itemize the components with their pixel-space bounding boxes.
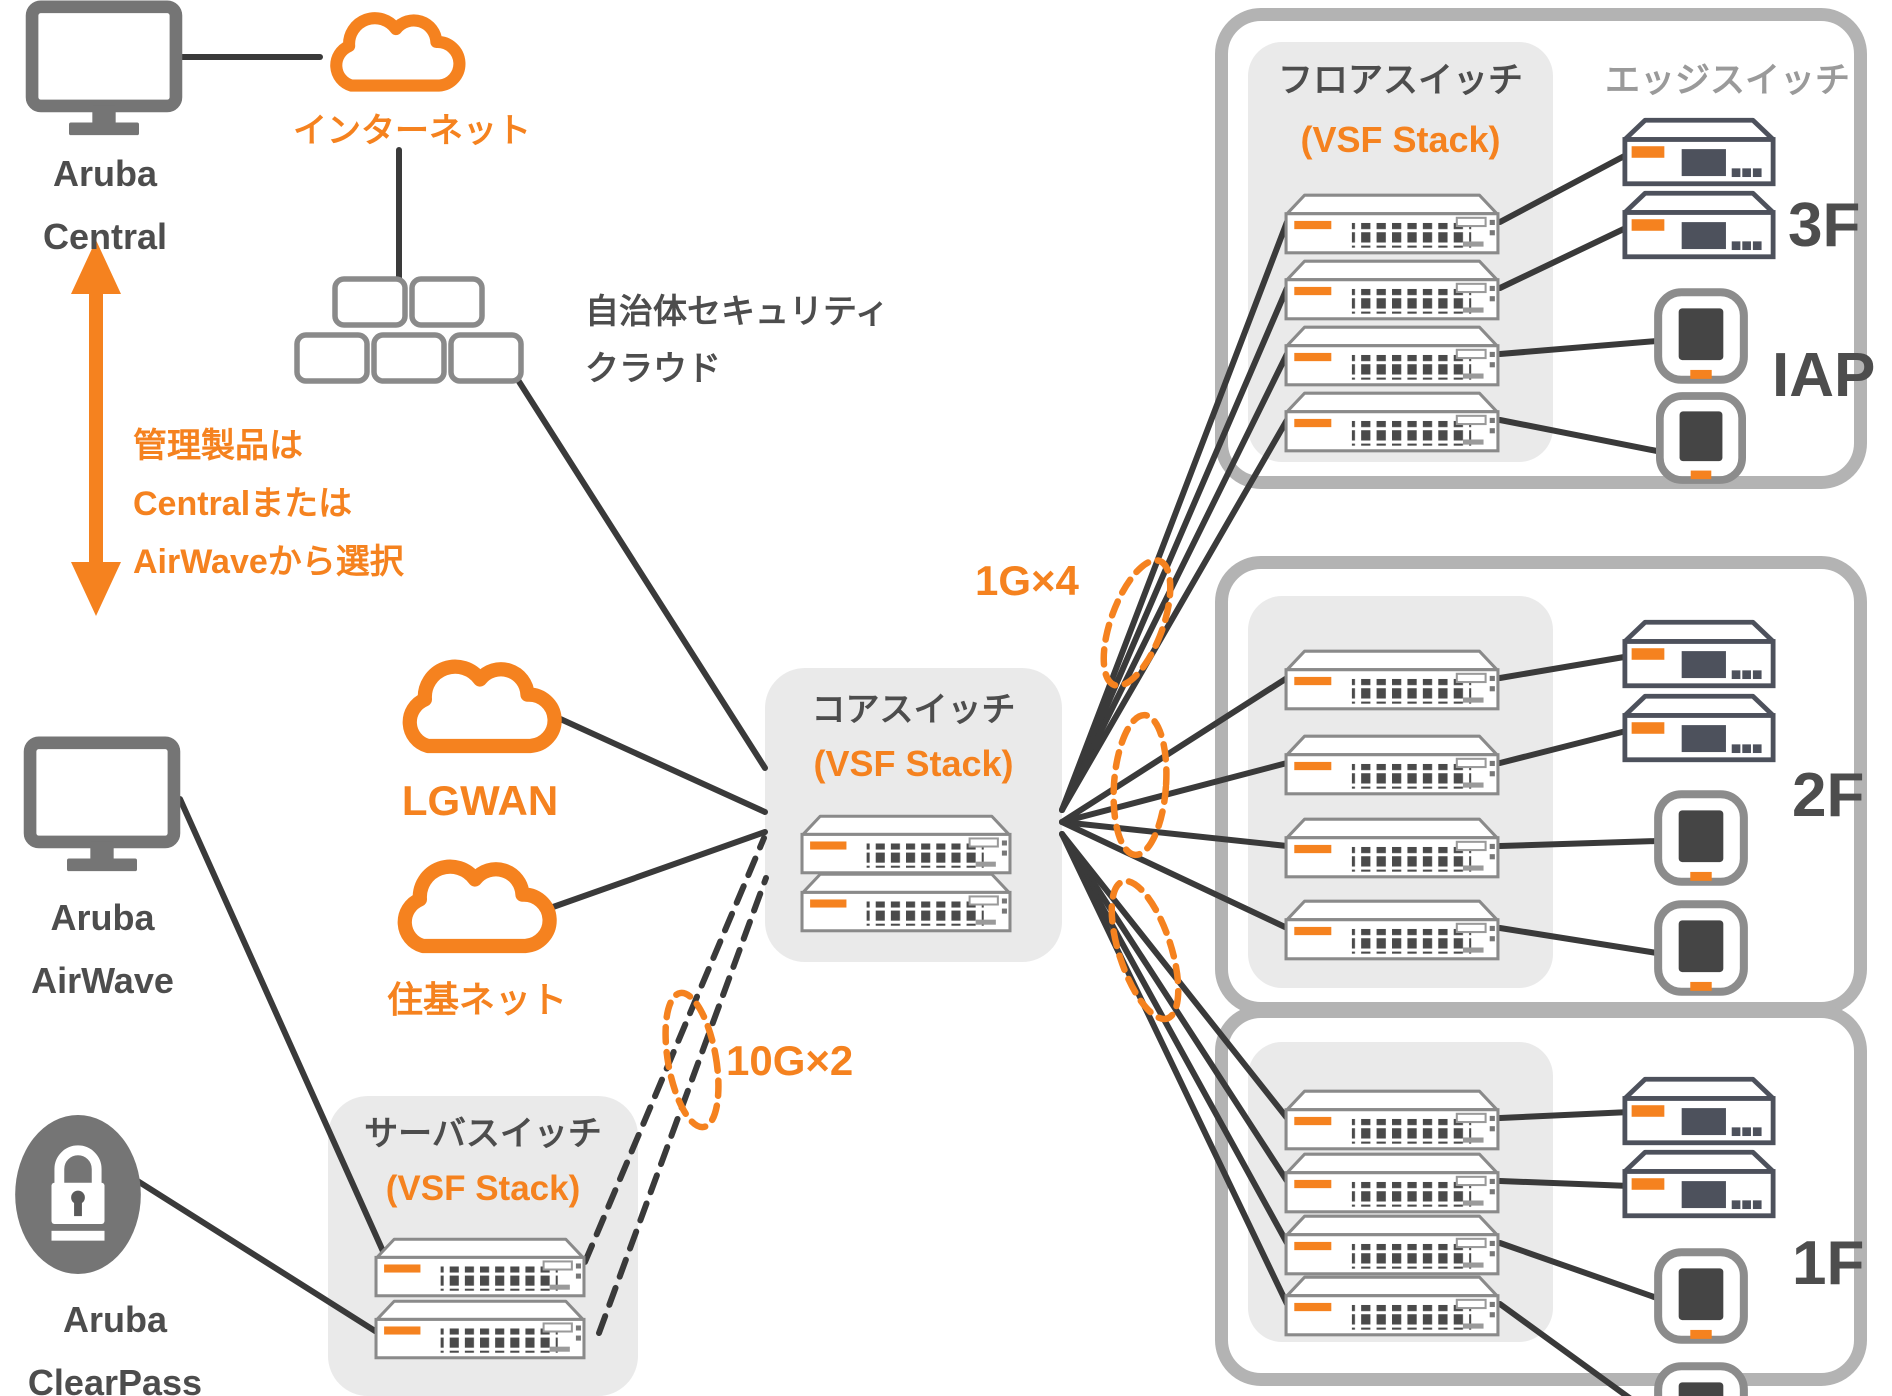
iap-1f-2 <box>1658 1366 1744 1396</box>
security-cloud-label: 自治体セキュリティ クラウド <box>585 293 889 389</box>
edge-switch-label: エッジスイッチ <box>1604 61 1850 100</box>
server-switch-subtitle: (VSF Stack) <box>385 1169 581 1208</box>
floor-switch-title-3f: フロアスイッチ <box>1277 61 1523 100</box>
floor-label-1f: 1F <box>1792 1229 1865 1298</box>
floor-switch-2f-4 <box>1284 899 1500 961</box>
core-switch-subtitle: (VSF Stack) <box>813 743 1014 784</box>
line-jukinet-core <box>550 829 768 910</box>
lgwan-label: LGWAN <box>401 777 559 824</box>
bundle-ellipse-3f <box>1100 557 1174 689</box>
clearpass-lock-icon <box>15 1115 141 1274</box>
floor-label-3f: 3F <box>1788 191 1861 260</box>
floor-switch-3f-3 <box>1284 325 1500 387</box>
floor-switch-3f-4 <box>1284 391 1500 453</box>
central-airwave-double-arrow-icon <box>71 240 121 616</box>
edge-switch-1f-1 <box>1625 1079 1773 1143</box>
jukinet-label: 住基ネット <box>386 979 567 1020</box>
iap-3f-2 <box>1660 396 1742 480</box>
floor-switch-2f-2 <box>1284 734 1500 796</box>
line-seccloud-core <box>515 377 768 771</box>
line-server-core-10g-a <box>582 835 767 1265</box>
core-switch-device-1 <box>800 814 1012 875</box>
iap-1f-1 <box>1658 1252 1744 1340</box>
bundle-ellipse-2f <box>1110 711 1170 859</box>
floor-switch-3f-1 <box>1284 193 1500 255</box>
floor-switch-subtitle-3f: (VSF Stack) <box>1300 119 1501 160</box>
iap-3f-1 <box>1658 292 1744 380</box>
floor-switch-2f-3 <box>1284 817 1500 879</box>
management-note: 管理製品は Centralまたは AirWaveから選択 <box>133 427 404 581</box>
lgwan-cloud-icon <box>410 667 555 746</box>
floor-label-2f: 2F <box>1792 761 1865 830</box>
edge-switch-1f-2 <box>1625 1152 1773 1216</box>
floor-switch-1f-1 <box>1284 1089 1500 1151</box>
edge-switch-2f-1 <box>1625 622 1773 686</box>
floor-switch-1f-4 <box>1284 1275 1500 1337</box>
floor-switch-1f-3 <box>1284 1214 1500 1276</box>
core-switch-title: コアスイッチ <box>811 691 1016 729</box>
server-switch-title: サーバスイッチ <box>364 1115 602 1153</box>
bundle-ellipse-10g <box>662 989 722 1131</box>
line-airwave-serverswitch <box>177 796 389 1261</box>
edge-switch-2f-2 <box>1625 696 1773 760</box>
iap-label: IAP <box>1772 341 1876 410</box>
bundle-ellipse-1f <box>1108 877 1182 1023</box>
monitor-icon-central <box>32 7 176 135</box>
internet-label: インターネット <box>293 112 531 150</box>
floor-switch-1f-2 <box>1284 1152 1500 1214</box>
line-lgwan-core <box>553 714 768 815</box>
uplink-10g-label: 10G×2 <box>726 1037 854 1084</box>
internet-cloud-icon <box>336 18 459 85</box>
uplink-1g-label: 1G×4 <box>975 557 1079 604</box>
floor-switch-3f-2 <box>1284 259 1500 321</box>
edge-switch-3f-2 <box>1625 193 1773 257</box>
firewall-bricks-icon <box>294 276 524 384</box>
jukinet-cloud-icon <box>405 867 550 946</box>
floor-switch-2f-1 <box>1284 649 1500 711</box>
iap-2f-1 <box>1658 794 1744 882</box>
edge-switch-3f-1 <box>1625 120 1773 184</box>
iap-2f-2 <box>1658 904 1744 992</box>
core-switch-device-2 <box>800 872 1012 933</box>
monitor-icon-airwave <box>30 743 174 871</box>
server-switch-device-2 <box>374 1299 586 1360</box>
line-clearpass-serverswitch <box>133 1177 386 1339</box>
server-switch-device-1 <box>374 1237 586 1298</box>
